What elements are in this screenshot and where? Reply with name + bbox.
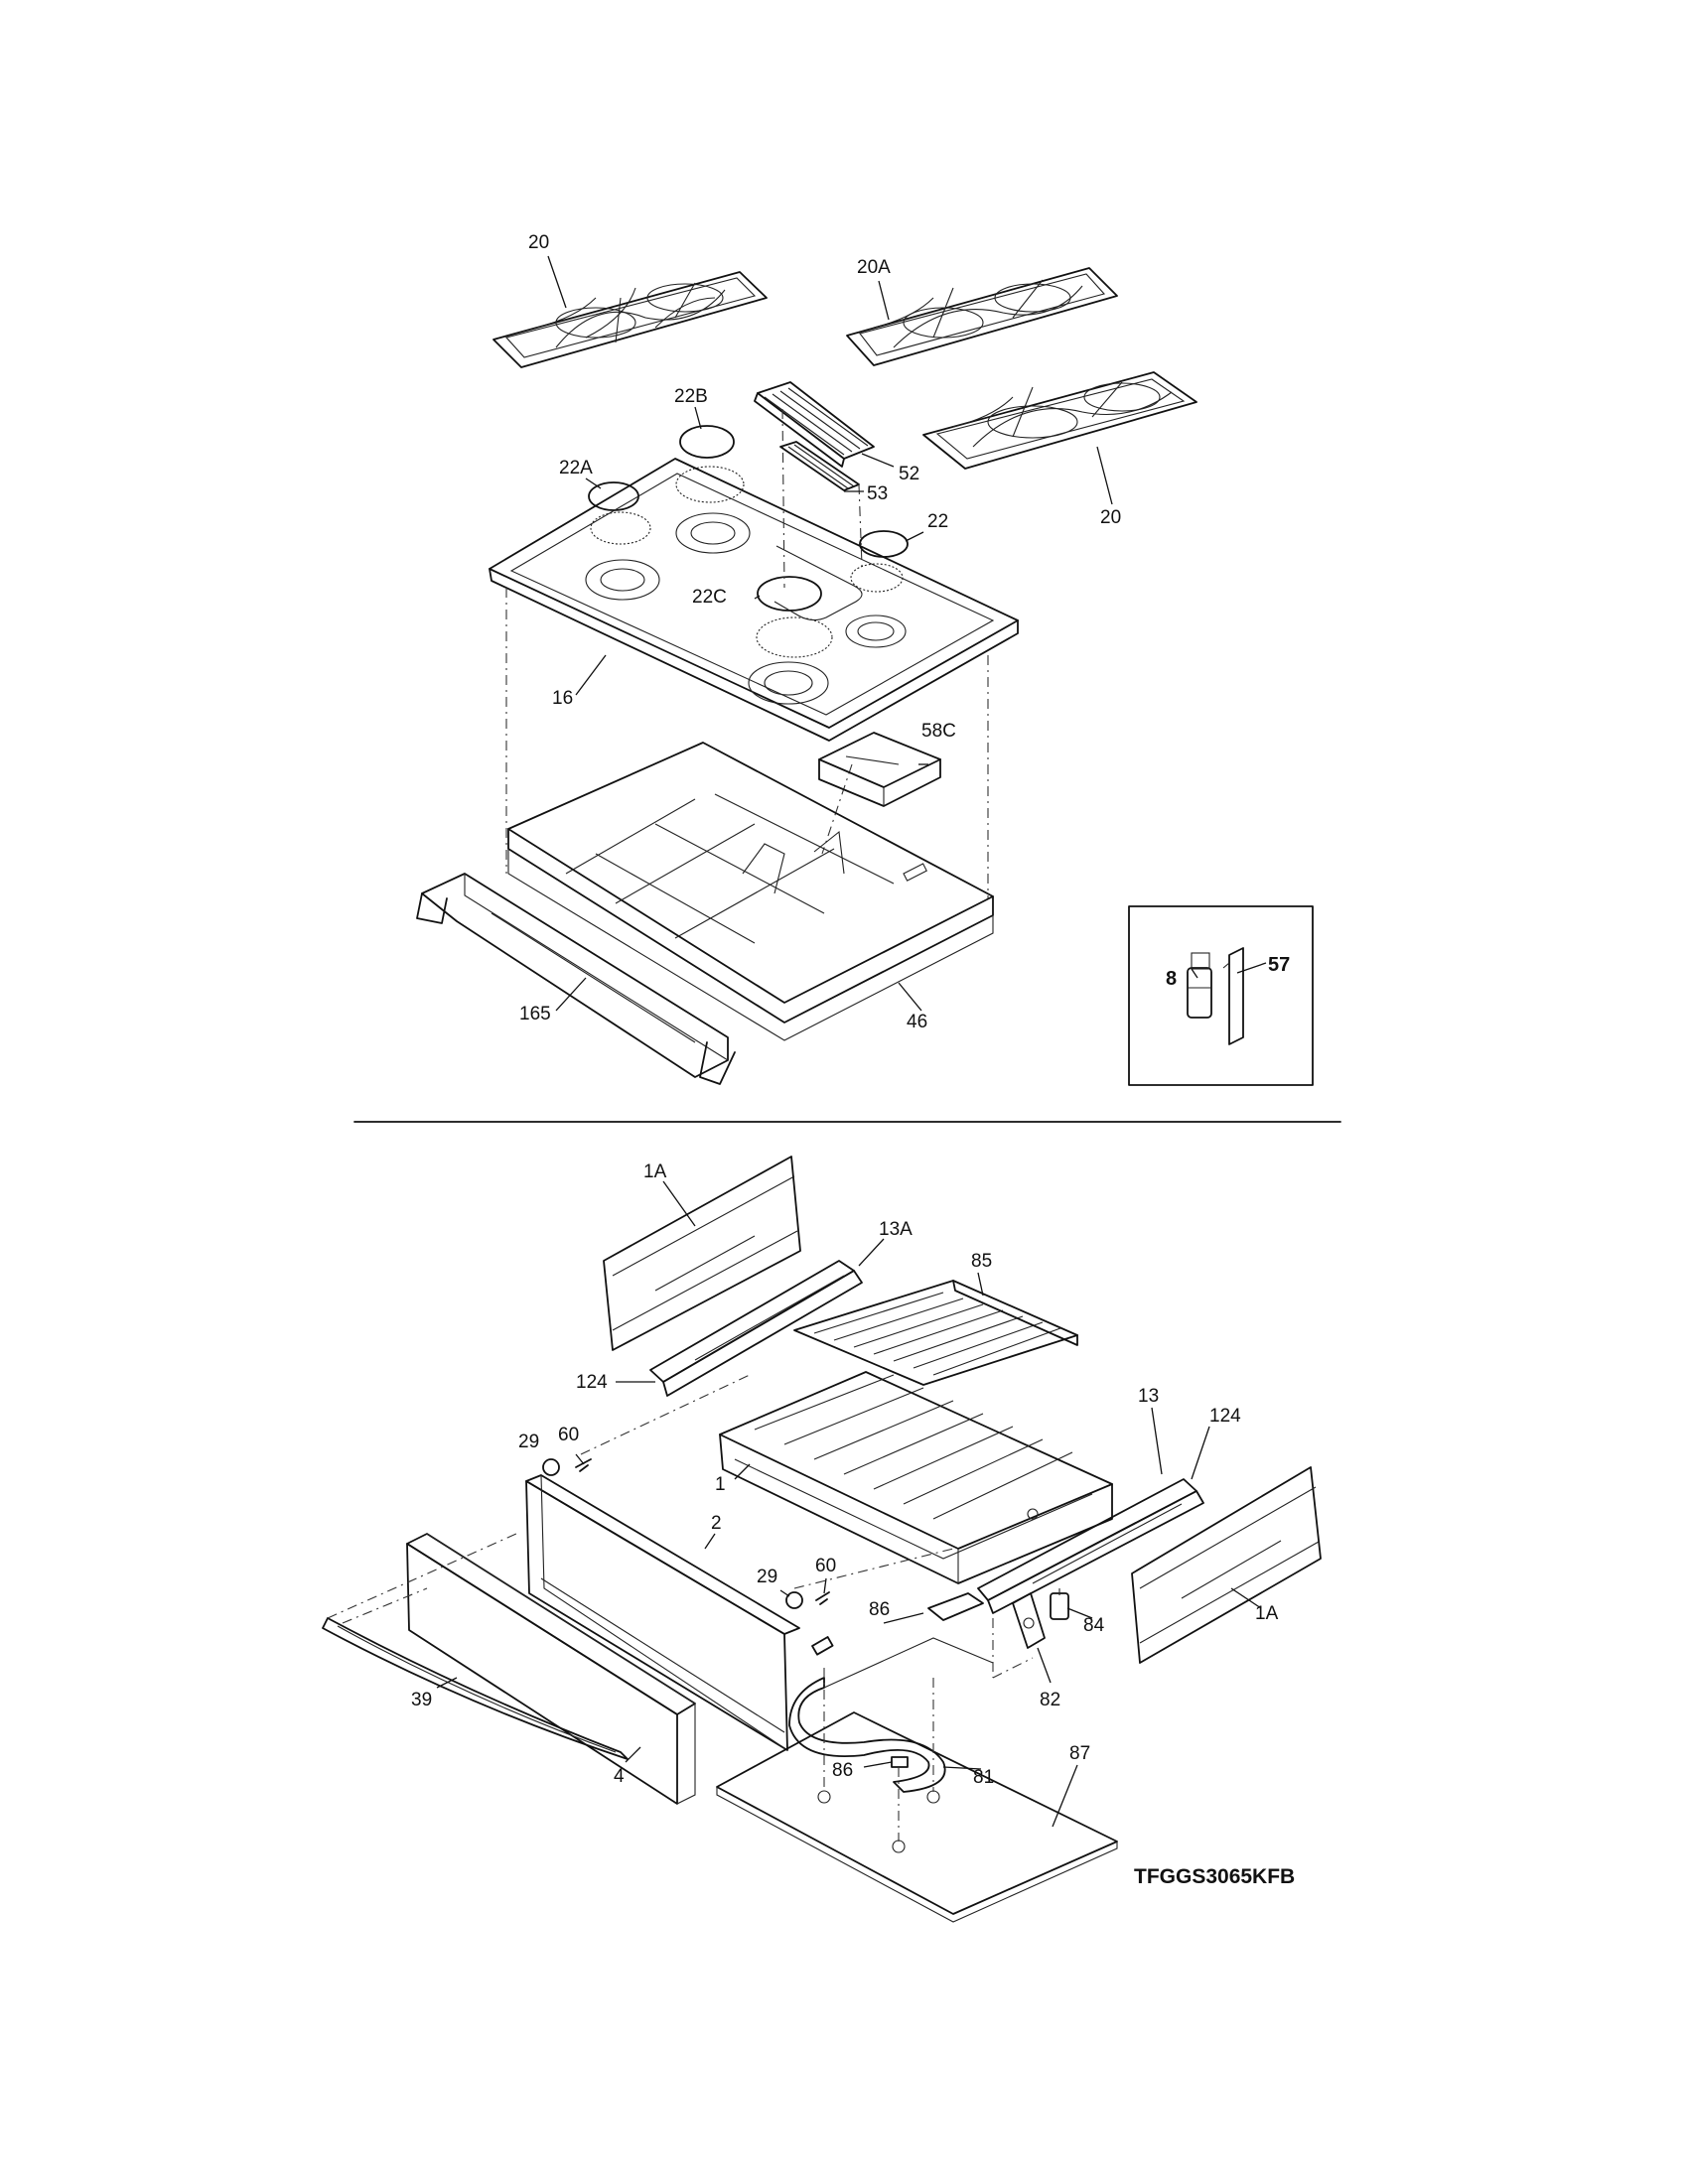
cooktop-main-top[interactable] <box>489 458 1019 742</box>
label-22a[interactable]: 22A <box>559 458 593 478</box>
label-22[interactable]: 22 <box>927 511 948 532</box>
small-hardware <box>542 1458 830 1609</box>
label-85[interactable]: 85 <box>971 1251 992 1272</box>
bumper-29-right[interactable] <box>785 1591 803 1609</box>
mounting-bracket-82[interactable] <box>1012 1592 1046 1649</box>
label-16[interactable]: 16 <box>552 688 573 709</box>
side-panel-right[interactable] <box>1131 1466 1322 1664</box>
label-86-bottom[interactable]: 86 <box>832 1760 853 1781</box>
label-13[interactable]: 13 <box>1138 1386 1159 1407</box>
alignment-lines-drawer <box>327 1374 1034 1842</box>
bracket-86-bottom[interactable] <box>891 1756 909 1768</box>
heating-element[interactable] <box>788 1637 994 1793</box>
model-number: TFGGS3065KFB <box>1134 1865 1295 1888</box>
label-87[interactable]: 87 <box>1069 1743 1090 1764</box>
label-29-left[interactable]: 29 <box>518 1432 539 1452</box>
drawer-front-panel[interactable] <box>406 1533 696 1805</box>
drawer-body[interactable] <box>719 1371 1113 1584</box>
screw-60-left[interactable] <box>575 1458 592 1472</box>
label-22c[interactable]: 22C <box>692 587 727 608</box>
drawer-slide-right[interactable] <box>977 1478 1204 1614</box>
front-brace[interactable] <box>416 873 736 1085</box>
screw-60-right[interactable] <box>815 1591 830 1605</box>
label-52[interactable]: 52 <box>899 464 919 484</box>
cooktop-assembly <box>416 267 1314 1086</box>
label-1a-top[interactable]: 1A <box>643 1161 667 1182</box>
label-1a-right[interactable]: 1A <box>1255 1603 1279 1624</box>
label-86-top[interactable]: 86 <box>869 1599 890 1620</box>
part-labels: 20 20A 22B 22A 52 53 20 22 22C 16 58C 16… <box>411 232 1290 1788</box>
label-57[interactable]: 57 <box>1268 954 1290 976</box>
label-46[interactable]: 46 <box>907 1012 927 1032</box>
burner-grate-right[interactable] <box>922 371 1197 470</box>
drawer-handle[interactable] <box>322 1617 629 1760</box>
drawer-front-liner[interactable] <box>525 1474 800 1751</box>
warmer-drawer-assembly <box>322 1156 1322 1923</box>
bracket-86-top[interactable] <box>811 1636 834 1656</box>
oven-rack-85[interactable] <box>793 1280 1078 1386</box>
label-2[interactable]: 2 <box>711 1513 722 1534</box>
label-39[interactable]: 39 <box>411 1690 432 1710</box>
label-53[interactable]: 53 <box>867 483 888 504</box>
label-8[interactable]: 8 <box>1166 968 1177 990</box>
label-4[interactable]: 4 <box>614 1766 625 1787</box>
label-20-right[interactable]: 20 <box>1100 507 1121 528</box>
terminal-block <box>927 1592 984 1621</box>
label-29-right[interactable]: 29 <box>757 1567 777 1587</box>
bracket-part-57[interactable] <box>1222 947 1244 1045</box>
label-20-left[interactable]: 20 <box>528 232 549 253</box>
label-124-left[interactable]: 124 <box>576 1372 608 1393</box>
burner-cap-22b[interactable] <box>679 425 735 459</box>
label-13a[interactable]: 13A <box>879 1219 913 1240</box>
burner-box-part-58c[interactable] <box>818 732 941 807</box>
label-165[interactable]: 165 <box>519 1004 551 1024</box>
drawer-slide-left[interactable] <box>649 1260 863 1397</box>
burner-cap-22c[interactable] <box>757 576 822 612</box>
griddle-cover[interactable] <box>754 381 875 468</box>
burner-heads <box>590 466 904 658</box>
burner-box[interactable] <box>507 742 994 1041</box>
label-82[interactable]: 82 <box>1040 1690 1060 1710</box>
igniter-switch-part-8[interactable] <box>1187 952 1212 1019</box>
inset-detail-box <box>1128 905 1314 1086</box>
label-1[interactable]: 1 <box>715 1474 726 1495</box>
label-60-left[interactable]: 60 <box>558 1425 579 1445</box>
label-124-right[interactable]: 124 <box>1209 1406 1241 1427</box>
label-81[interactable]: 81 <box>973 1767 994 1788</box>
side-panel-left[interactable] <box>603 1156 801 1351</box>
burner-cap-22[interactable] <box>859 530 909 558</box>
bottom-panel[interactable] <box>716 1711 1118 1923</box>
switch-84[interactable] <box>1050 1588 1069 1620</box>
burner-grate-20a[interactable] <box>846 267 1118 366</box>
leader-lines <box>436 255 1267 1828</box>
bumper-29-left[interactable] <box>542 1458 560 1476</box>
label-60-right[interactable]: 60 <box>815 1556 836 1576</box>
label-84[interactable]: 84 <box>1083 1615 1105 1636</box>
burner-grate-left[interactable] <box>492 271 768 368</box>
label-58c[interactable]: 58C <box>921 721 956 742</box>
label-22b[interactable]: 22B <box>674 386 708 407</box>
alignment-lines-cooktop <box>505 408 989 898</box>
label-20a[interactable]: 20A <box>857 257 891 278</box>
